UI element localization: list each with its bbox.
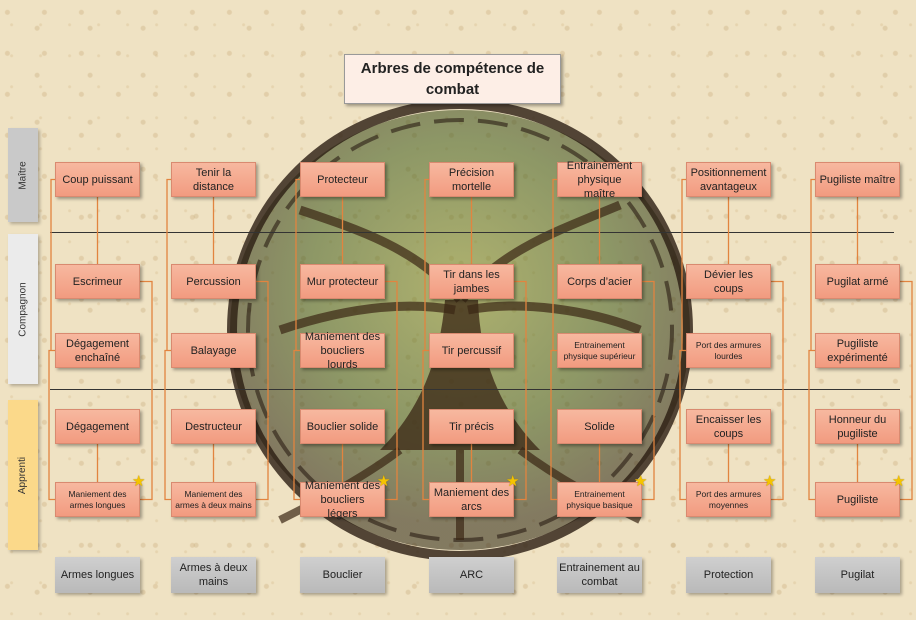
level-maitre: Maître xyxy=(8,128,38,222)
bracket-left-0 xyxy=(48,349,55,501)
skill-node-apprenti1-1[interactable]: Destructeur xyxy=(171,409,256,444)
bracket-left-6 xyxy=(808,349,815,501)
skill-node-apprenti2-3[interactable]: Maniement des arcs xyxy=(429,482,514,517)
skill-node-apprenti2-4[interactable]: Entrainement physique basique xyxy=(557,482,642,517)
bracket-right-1 xyxy=(256,280,269,501)
skill-node-apprenti2-6[interactable]: Pugiliste xyxy=(815,482,900,517)
skill-node-maitre-6[interactable]: Pugiliste maître xyxy=(815,162,900,197)
star-icon: ★ xyxy=(634,473,648,490)
skill-node-compagnon1-0[interactable]: Escrimeur xyxy=(55,264,140,299)
bracket-top-5 xyxy=(681,178,686,351)
skill-node-apprenti1-4[interactable]: Solide xyxy=(557,409,642,444)
bracket-top-0 xyxy=(50,178,55,351)
category-2[interactable]: Bouclier xyxy=(300,557,385,593)
bracket-right-6 xyxy=(900,280,913,501)
skill-node-compagnon1-1[interactable]: Percussion xyxy=(171,264,256,299)
skill-node-apprenti2-0[interactable]: Maniement des armes longues xyxy=(55,482,140,517)
skill-node-apprenti2-5[interactable]: Port des armures moyennes xyxy=(686,482,771,517)
skill-node-apprenti1-3[interactable]: Tir précis xyxy=(429,409,514,444)
bracket-top-3 xyxy=(424,178,429,351)
skill-node-apprenti1-6[interactable]: Honneur du pugiliste xyxy=(815,409,900,444)
skill-node-maitre-0[interactable]: Coup puissant xyxy=(55,162,140,197)
page-title: Arbres de compétence de combat xyxy=(344,54,561,104)
skill-node-maitre-2[interactable]: Protecteur xyxy=(300,162,385,197)
level-divider-2 xyxy=(50,389,900,390)
level-apprenti: Apprenti xyxy=(8,400,38,550)
skill-node-apprenti2-1[interactable]: Maniement des armes à deux mains xyxy=(171,482,256,517)
skill-node-compagnon2-1[interactable]: Balayage xyxy=(171,333,256,368)
star-icon: ★ xyxy=(506,473,520,490)
skill-node-compagnon1-6[interactable]: Pugilat armé xyxy=(815,264,900,299)
skill-node-maitre-4[interactable]: Entrainement physique maître xyxy=(557,160,642,200)
skill-node-compagnon2-4[interactable]: Entrainement physique supérieur xyxy=(557,333,642,368)
skill-node-compagnon2-3[interactable]: Tir percussif xyxy=(429,333,514,368)
star-icon: ★ xyxy=(763,473,777,490)
category-0[interactable]: Armes longues xyxy=(55,557,140,593)
skill-node-apprenti1-2[interactable]: Bouclier solide xyxy=(300,409,385,444)
bracket-left-3 xyxy=(422,349,429,501)
bracket-right-5 xyxy=(771,280,784,501)
skill-node-compagnon2-5[interactable]: Port des armures lourdes xyxy=(686,333,771,368)
skill-node-maitre-5[interactable]: Positionnement avantageux xyxy=(686,162,771,197)
bracket-top-6 xyxy=(810,178,815,351)
star-icon: ★ xyxy=(892,473,906,490)
category-6[interactable]: Pugilat xyxy=(815,557,900,593)
skill-node-compagnon2-0[interactable]: Dégagement enchaîné xyxy=(55,333,140,368)
bracket-right-2 xyxy=(385,280,398,501)
skill-node-apprenti1-5[interactable]: Encaisser les coups xyxy=(686,409,771,444)
skill-node-compagnon1-3[interactable]: Tir dans les jambes xyxy=(429,264,514,299)
bracket-left-4 xyxy=(550,349,557,501)
bracket-left-1 xyxy=(164,349,171,501)
bracket-right-0 xyxy=(140,280,153,501)
bracket-left-2 xyxy=(293,349,300,501)
skill-node-maitre-3[interactable]: Précision mortelle xyxy=(429,162,514,197)
bracket-top-1 xyxy=(166,178,171,351)
skill-node-apprenti1-0[interactable]: Dégagement xyxy=(55,409,140,444)
bracket-top-4 xyxy=(552,178,557,351)
skill-node-compagnon1-5[interactable]: Dévier les coups xyxy=(686,264,771,299)
bracket-right-3 xyxy=(514,280,527,501)
skill-node-apprenti2-2[interactable]: Maniement des boucliers légers xyxy=(300,480,385,520)
skill-node-compagnon2-6[interactable]: Pugiliste expérimenté xyxy=(815,333,900,368)
skill-node-compagnon1-2[interactable]: Mur protecteur xyxy=(300,264,385,299)
category-5[interactable]: Protection xyxy=(686,557,771,593)
bracket-top-2 xyxy=(295,178,300,351)
star-icon: ★ xyxy=(132,473,146,490)
bracket-right-4 xyxy=(642,280,655,501)
skill-node-compagnon2-2[interactable]: Maniement des boucliers lourds xyxy=(300,331,385,371)
star-icon: ★ xyxy=(377,473,391,490)
category-3[interactable]: ARC xyxy=(429,557,514,593)
bracket-left-5 xyxy=(679,349,686,501)
skill-node-compagnon1-4[interactable]: Corps d’acier xyxy=(557,264,642,299)
skill-node-maitre-1[interactable]: Tenir la distance xyxy=(171,162,256,197)
level-compagnon: Compagnon xyxy=(8,234,38,384)
category-1[interactable]: Armes à deux mains xyxy=(171,557,256,593)
category-4[interactable]: Entrainement au combat xyxy=(557,557,642,593)
